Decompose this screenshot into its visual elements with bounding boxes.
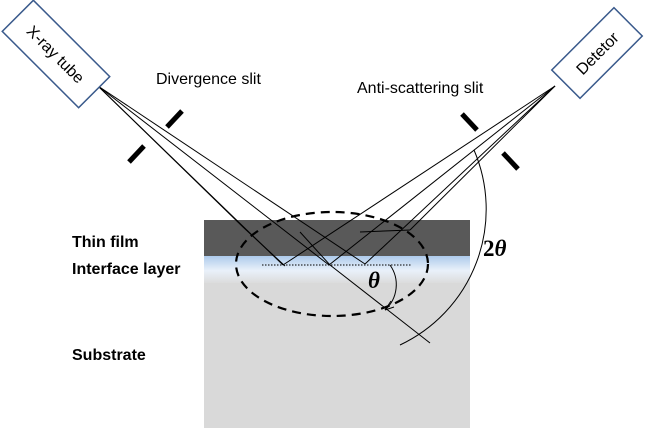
xray-tube-box [1,0,111,109]
reflected-beam-6 [299,231,331,266]
thin-film-label: Thin film [72,234,139,251]
incident-beam-4 [97,85,366,265]
anti-scatter-slit-label: Anti-scattering slit [357,80,484,97]
reflected-beam-5 [409,85,556,231]
anti-scatter-slit-lower [501,151,520,171]
two-theta-label: 2θ [483,236,507,261]
reflected-beam-2 [282,85,556,266]
divergence-slit-upper [165,109,184,129]
highlight-ellipse [234,210,430,318]
two-theta-arc [399,149,487,346]
two-theta-symbol: θ [495,236,507,261]
reflected-beam-4 [364,85,556,265]
reflected-beams [243,85,556,267]
reflected-beam-1 [243,227,286,267]
divergence-slit-label: Divergence slit [156,71,261,88]
anti-scatter-slit-upper [460,112,479,132]
incident-beam-3 [97,85,330,266]
divergence-slit-lower [127,144,146,164]
substrate-label: Substrate [72,347,146,364]
thin-film-band [204,220,470,256]
xray-tube: X-ray tube [1,0,111,109]
interface-layer-label: Interface layer [72,261,181,278]
detector: Detetor [550,6,644,100]
reflected-beam-3 [328,85,556,266]
extended-beam-line [329,264,431,344]
detector-box [550,6,644,100]
two-theta-prefix: 2 [483,236,495,261]
substrate-block [204,283,470,428]
interface-layer-band [204,255,470,283]
incident-beams [97,85,366,266]
reflected-beam-7 [359,229,411,233]
theta-symbol: θ [368,268,380,293]
